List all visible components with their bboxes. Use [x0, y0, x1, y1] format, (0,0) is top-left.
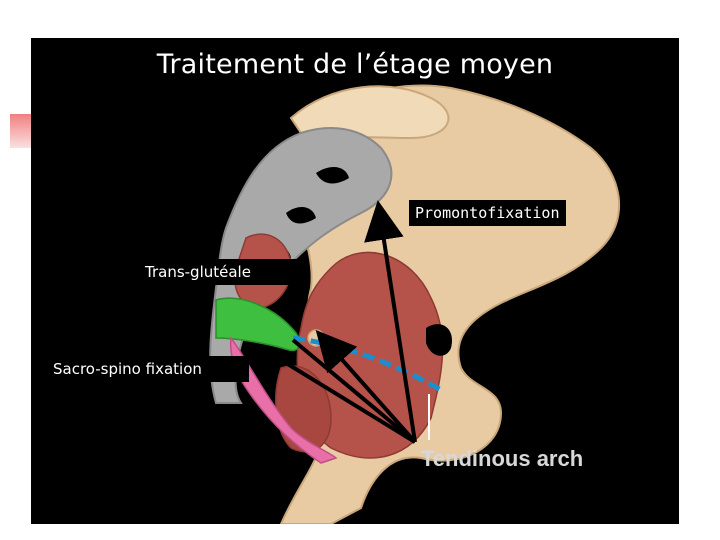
tendinous-arch-label: Tendinous arch: [421, 446, 584, 471]
arrow-tendinous-arch: [291, 338, 417, 444]
arrow-trans-gluteale: [315, 330, 417, 444]
trans-gluteale-label: Trans-glutéale: [139, 259, 305, 285]
anatomy-illustration-panel: Traitement de l’étage moyen Promontofixa…: [31, 38, 679, 524]
tendinous-arch-line: [292, 335, 443, 393]
arrow-promontofixation: [364, 200, 417, 443]
sacrum: [209, 127, 393, 404]
promontofixation-label: Promontofixation: [409, 200, 566, 226]
obturator-region: [426, 324, 452, 356]
slide-title: Traitement de l’étage moyen: [156, 49, 554, 80]
sacral-foramen-1: [316, 166, 349, 184]
arrow-sacro-spino: [284, 361, 417, 444]
sacral-foramen-2: [286, 206, 316, 224]
sacro-spino-fixation-label: Sacro-spino fixation: [47, 356, 249, 382]
slide-corner-decoration: [10, 114, 32, 148]
